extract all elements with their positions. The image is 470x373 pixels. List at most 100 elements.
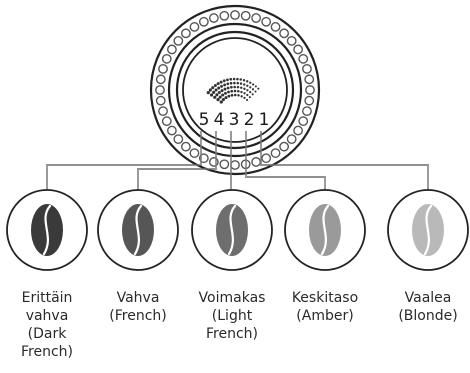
strength-dot-arc bbox=[206, 77, 260, 104]
knurl-bump bbox=[270, 22, 281, 32]
strength-dot bbox=[216, 82, 220, 86]
strength-dot bbox=[230, 89, 234, 93]
knurl-bump bbox=[293, 125, 303, 136]
roast-label-line: (Light bbox=[211, 308, 253, 324]
roast-label: Vahva (French) bbox=[92, 289, 184, 325]
knurl-bump bbox=[155, 74, 166, 85]
roast-label-line: French) bbox=[205, 326, 258, 342]
roast-label-line: (Dark bbox=[27, 326, 67, 342]
strength-dot bbox=[209, 93, 214, 97]
strength-dot bbox=[230, 93, 234, 97]
knurl-bump bbox=[208, 157, 219, 167]
knob-mid-ring bbox=[167, 22, 303, 158]
connector-lines bbox=[46, 131, 429, 190]
knurl-bump bbox=[219, 159, 230, 170]
knob-knurling bbox=[155, 10, 315, 170]
strength-dot bbox=[206, 91, 210, 95]
connector-line-inner bbox=[245, 131, 326, 190]
roast-label-line: Vahva bbox=[116, 290, 160, 306]
strength-dot bbox=[211, 86, 215, 90]
roast-label-line: Voimakas bbox=[198, 290, 266, 306]
knurl-bump bbox=[161, 53, 172, 64]
roast-label-line: (French) bbox=[109, 308, 167, 324]
strength-dot bbox=[229, 77, 233, 81]
strength-dot bbox=[230, 85, 233, 89]
strength-dot bbox=[217, 90, 221, 95]
knurl-bump bbox=[305, 85, 315, 95]
strength-dot bbox=[220, 84, 224, 88]
knurl-bump bbox=[167, 125, 177, 136]
strength-dot bbox=[240, 90, 243, 94]
strength-dot bbox=[220, 89, 224, 93]
strength-dot bbox=[213, 95, 217, 99]
knurl-bump bbox=[304, 74, 315, 85]
knurl-bump bbox=[158, 63, 168, 74]
roast-label-line: Erittäin bbox=[21, 290, 73, 306]
strength-dot bbox=[227, 90, 230, 94]
strength-dot bbox=[217, 86, 221, 90]
strength-dot bbox=[252, 83, 255, 86]
knurl-bump bbox=[293, 44, 303, 55]
strength-dot bbox=[216, 98, 220, 102]
strength-dot bbox=[240, 86, 243, 90]
knurl-bump bbox=[230, 10, 240, 20]
knurl-bump bbox=[155, 95, 166, 106]
roast-label-line: (Blonde) bbox=[398, 308, 458, 324]
dial-number: 1 bbox=[259, 110, 270, 130]
strength-dot bbox=[218, 95, 222, 99]
strength-dot bbox=[246, 93, 249, 97]
strength-dot bbox=[234, 93, 237, 97]
strength-dot bbox=[243, 96, 246, 100]
knob-face bbox=[182, 37, 288, 143]
strength-dot bbox=[219, 100, 223, 104]
knurl-bump bbox=[279, 28, 290, 39]
strength-dot bbox=[226, 86, 230, 90]
knurl-bump bbox=[302, 106, 312, 117]
knurl-bump bbox=[180, 28, 191, 39]
knurl-bump bbox=[173, 35, 184, 46]
strength-dot bbox=[245, 98, 249, 102]
strength-dot bbox=[254, 85, 257, 88]
knurl-bump bbox=[240, 10, 251, 21]
strength-dot bbox=[248, 96, 251, 99]
strength-dot bbox=[223, 83, 227, 87]
roast-label-line: (Amber) bbox=[296, 308, 354, 324]
strength-dot bbox=[254, 90, 257, 93]
strength-dot bbox=[257, 87, 260, 90]
knurl-bump bbox=[298, 53, 309, 64]
bean-crease bbox=[42, 204, 52, 256]
knurl-bump bbox=[198, 16, 209, 27]
strength-dot bbox=[249, 81, 252, 84]
connector-line-inner bbox=[137, 131, 217, 190]
knurl-bump bbox=[155, 85, 165, 95]
knurl-bump bbox=[286, 35, 297, 46]
strength-dot bbox=[215, 93, 219, 97]
knurl-bump bbox=[298, 116, 309, 127]
strength-dot bbox=[222, 79, 226, 83]
strength-dot bbox=[227, 94, 231, 98]
knurl-bump bbox=[230, 160, 240, 170]
bean-crease bbox=[133, 204, 143, 256]
knurl-bump bbox=[286, 134, 297, 145]
strength-dot bbox=[239, 78, 243, 81]
roast-label-line: Vaalea bbox=[404, 290, 452, 306]
knurl-bump bbox=[208, 13, 219, 23]
strength-dot bbox=[224, 91, 227, 95]
strength-dot bbox=[233, 85, 237, 89]
dial-number: 2 bbox=[244, 110, 255, 130]
bean-crease bbox=[320, 204, 330, 256]
bean-crease bbox=[227, 204, 237, 256]
knob-inner-ring bbox=[175, 30, 295, 150]
strength-dot bbox=[249, 91, 252, 94]
strength-dot bbox=[212, 90, 216, 94]
roast-label: Vaalea (Blonde) bbox=[382, 289, 470, 325]
strength-dot bbox=[224, 96, 228, 100]
knurl-bump bbox=[180, 141, 191, 152]
knurl-bump bbox=[302, 63, 312, 74]
dial-number: 5 bbox=[199, 110, 210, 130]
dial-number: 3 bbox=[229, 110, 240, 130]
